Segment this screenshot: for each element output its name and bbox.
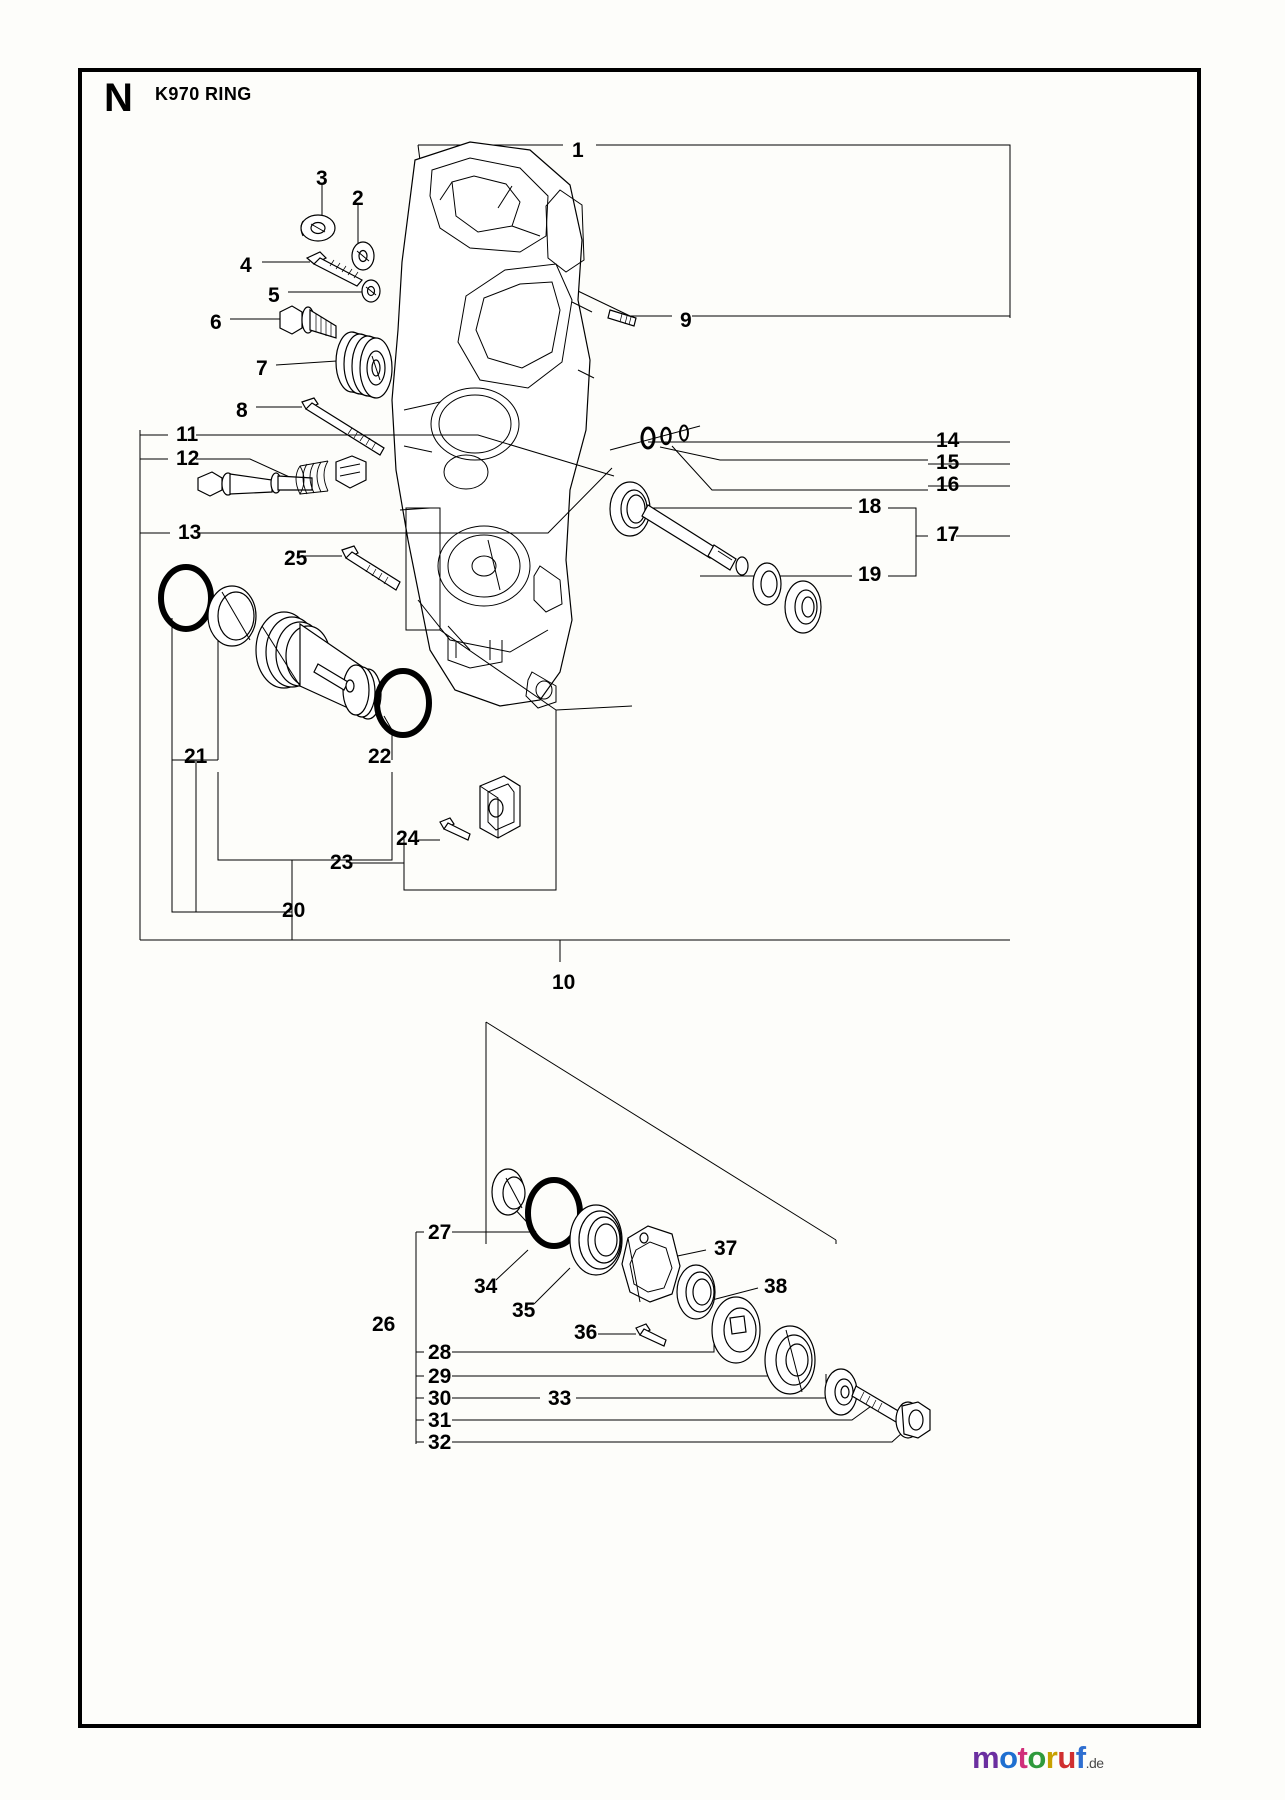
callout-14[interactable]: 14 bbox=[936, 429, 960, 452]
callout-37[interactable]: 37 bbox=[714, 1237, 738, 1260]
callout-21[interactable]: 21 bbox=[184, 745, 208, 768]
callout-24[interactable]: 24 bbox=[396, 827, 420, 850]
diagram-frame bbox=[78, 68, 1201, 1728]
callout-19[interactable]: 19 bbox=[858, 563, 882, 586]
callout-29[interactable]: 29 bbox=[428, 1365, 452, 1388]
callout-6[interactable]: 6 bbox=[210, 311, 222, 334]
callout-31[interactable]: 31 bbox=[428, 1409, 452, 1432]
callout-15[interactable]: 15 bbox=[936, 451, 960, 474]
callout-26[interactable]: 26 bbox=[372, 1313, 396, 1336]
page-title: K970 RING bbox=[155, 84, 252, 104]
callout-27[interactable]: 27 bbox=[428, 1221, 452, 1244]
callout-4[interactable]: 4 bbox=[240, 254, 252, 277]
callout-16[interactable]: 16 bbox=[936, 473, 960, 496]
callout-30[interactable]: 30 bbox=[428, 1387, 452, 1410]
callout-34[interactable]: 34 bbox=[474, 1275, 498, 1298]
callout-23[interactable]: 23 bbox=[330, 851, 354, 874]
callout-35[interactable]: 35 bbox=[512, 1299, 536, 1322]
callout-1[interactable]: 1 bbox=[572, 139, 584, 162]
callout-32[interactable]: 32 bbox=[428, 1431, 452, 1454]
callout-10[interactable]: 10 bbox=[552, 971, 576, 994]
callout-18[interactable]: 18 bbox=[858, 495, 882, 518]
callout-3[interactable]: 3 bbox=[316, 167, 328, 190]
callout-38[interactable]: 38 bbox=[764, 1275, 788, 1298]
callout-11[interactable]: 11 bbox=[176, 423, 199, 446]
callout-36[interactable]: 36 bbox=[574, 1321, 598, 1344]
callout-8[interactable]: 8 bbox=[236, 399, 248, 422]
callout-33[interactable]: 33 bbox=[548, 1387, 572, 1410]
callout-5[interactable]: 5 bbox=[268, 284, 280, 307]
callout-22[interactable]: 22 bbox=[368, 745, 392, 768]
callout-9[interactable]: 9 bbox=[680, 309, 692, 332]
callout-17[interactable]: 17 bbox=[936, 523, 960, 546]
callout-13[interactable]: 13 bbox=[178, 521, 202, 544]
callout-12[interactable]: 12 bbox=[176, 447, 200, 470]
callout-25[interactable]: 25 bbox=[284, 547, 308, 570]
callout-7[interactable]: 7 bbox=[256, 357, 268, 380]
motoruf-watermark: motoruf.de bbox=[972, 1740, 1104, 1775]
callout-28[interactable]: 28 bbox=[428, 1341, 452, 1364]
callout-20[interactable]: 20 bbox=[282, 899, 306, 922]
section-letter: N bbox=[104, 76, 133, 120]
callout-2[interactable]: 2 bbox=[352, 187, 364, 210]
